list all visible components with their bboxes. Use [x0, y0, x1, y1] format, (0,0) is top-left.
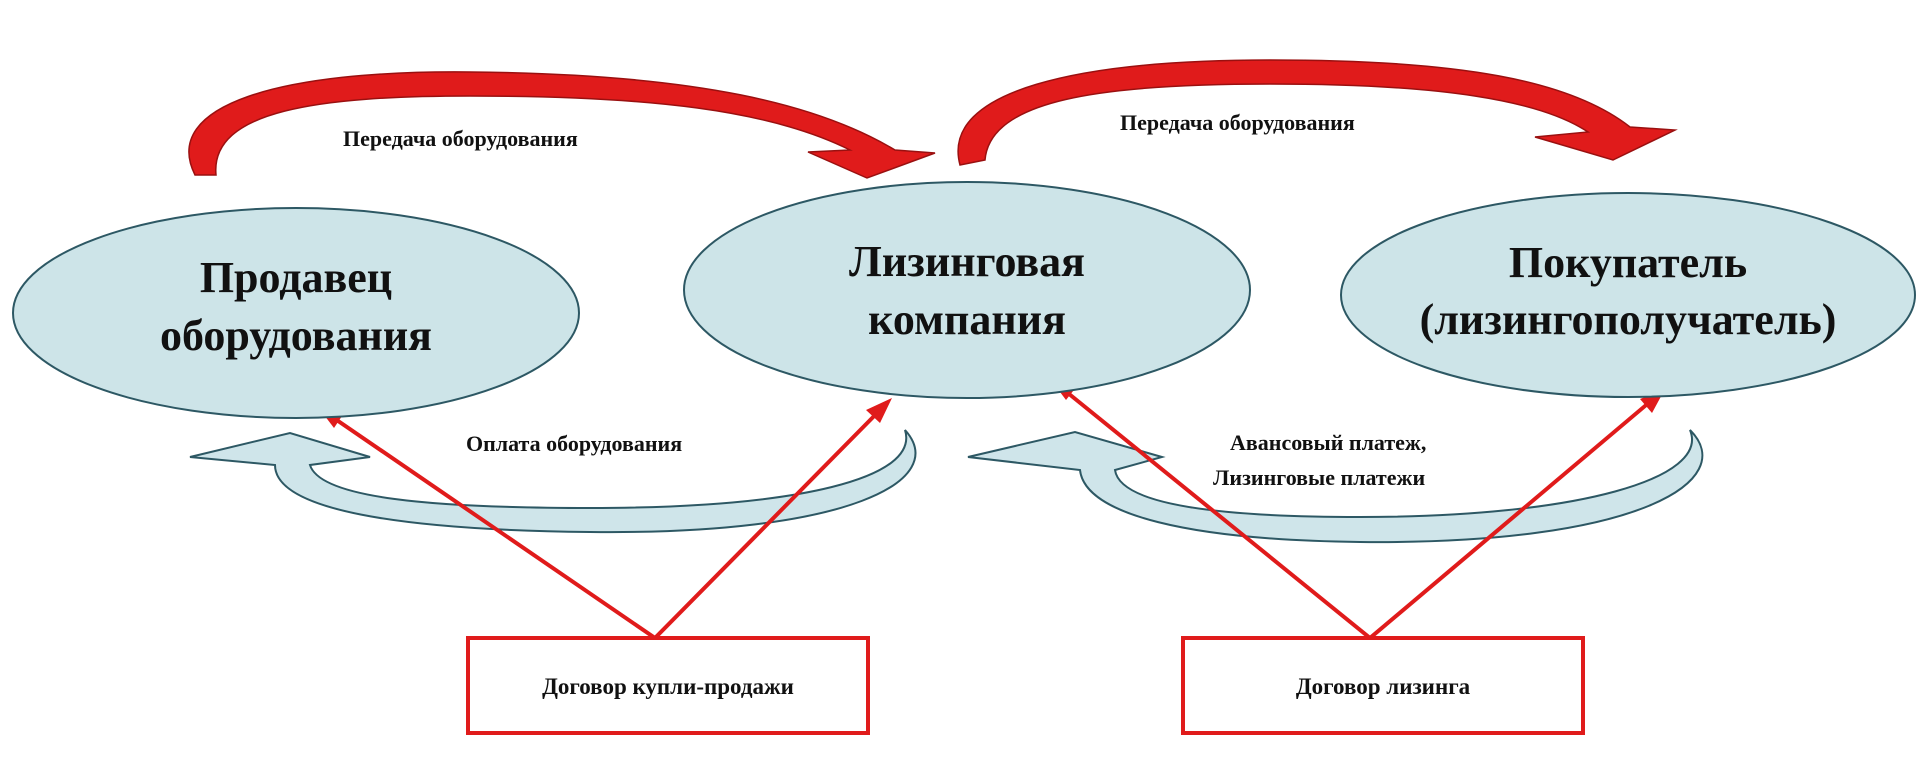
node-lessor-line1: Лизинговая — [849, 237, 1085, 286]
label-equipment-transfer-right: Передача оборудования — [1120, 110, 1355, 135]
label-lease-payments-line2: Лизинговые платежи — [1213, 465, 1425, 490]
node-buyer-line2: (лизингополучатель) — [1420, 295, 1837, 344]
node-lessor-line2: компания — [868, 295, 1066, 344]
equipment-payment-arrow — [189, 429, 917, 534]
contract-purchase-box: Договор купли-продажи — [466, 636, 870, 735]
node-buyer-line1: Покупатель — [1509, 238, 1747, 287]
contract-lease-label: Договор лизинга — [1296, 674, 1471, 699]
purchase-contract-line-to-lessor — [653, 403, 887, 640]
node-seller: Продавец оборудования — [12, 207, 580, 419]
lease-contract-line-to-buyer — [1368, 393, 1660, 640]
contract-lease-box: Договор лизинга — [1181, 636, 1585, 735]
node-buyer: Покупатель (лизингополучатель) — [1340, 192, 1916, 398]
equipment-transfer-arrow-right — [957, 59, 1678, 166]
node-leasing-company: Лизинговая компания — [683, 181, 1251, 399]
label-equipment-transfer-left: Передача оборудования — [343, 126, 578, 151]
node-seller-line1: Продавец — [200, 253, 392, 302]
contract-purchase-label: Договор купли-продажи — [542, 674, 794, 699]
label-equipment-payment: Оплата оборудования — [466, 431, 682, 456]
lease-contract-line-to-lessor — [1056, 383, 1372, 640]
equipment-transfer-arrow-left — [188, 71, 936, 179]
label-lease-payments-line1: Авансовый платеж, — [1230, 430, 1426, 455]
purchase-contract-line-to-seller — [323, 410, 657, 640]
purchase-contract-arrowhead-lessor — [866, 398, 892, 423]
node-seller-line2: оборудования — [160, 311, 432, 360]
